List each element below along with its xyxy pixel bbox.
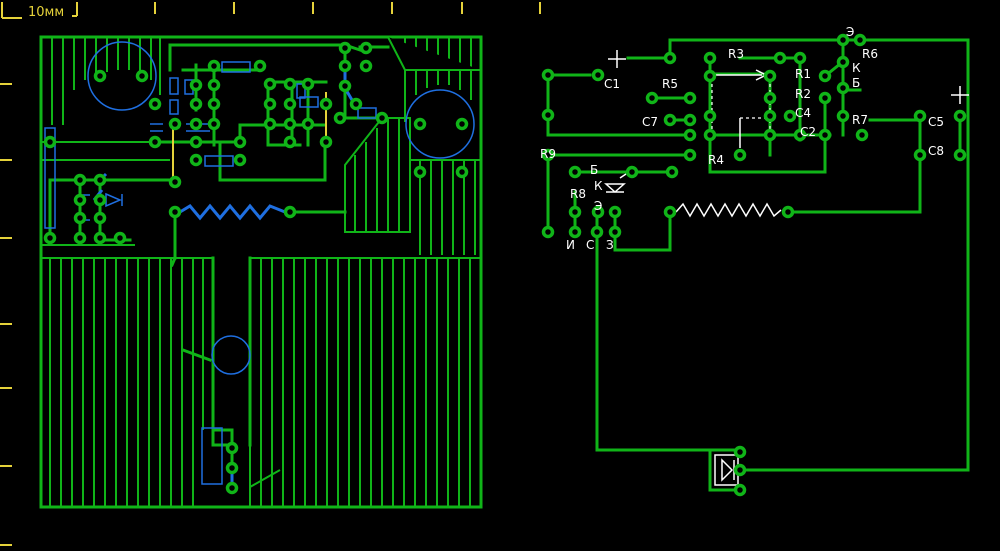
- label-r5: R5: [662, 77, 678, 91]
- schematic-tracks: [546, 38, 970, 492]
- mounting-hole: [211, 335, 251, 375]
- copper-pour-left-strip: [40, 159, 170, 246]
- label-t1-emitter: Э: [846, 25, 854, 39]
- copper-pour-bottom-right: [249, 257, 481, 507]
- label-c8: C8: [928, 144, 944, 158]
- schematic-pads: [541, 33, 967, 497]
- pcb-layout-board: [39, 35, 483, 509]
- copper-pour-middle-right: [344, 117, 481, 255]
- label-t2-collector: К: [594, 179, 603, 193]
- label-c2: C2: [800, 125, 816, 139]
- label-r4: R4: [708, 153, 724, 167]
- pcb-pads: [43, 41, 469, 495]
- label-t1-collector: К: [852, 61, 861, 75]
- label-fet-source: И: [566, 238, 575, 252]
- label-t2-emitter: Э: [594, 199, 602, 213]
- label-t2-base: Б: [590, 163, 598, 177]
- label-r3: R3: [728, 47, 744, 61]
- label-fet-gate: С: [586, 238, 594, 252]
- label-r7: R7: [852, 113, 868, 127]
- capacitor-c8-body: [405, 89, 475, 159]
- component-outlines: [44, 41, 475, 486]
- label-c1: C1: [604, 77, 620, 91]
- capacitor-c1-body: [87, 41, 157, 111]
- label-r6: R6: [862, 47, 878, 61]
- label-r9: R9: [540, 147, 556, 161]
- label-r1: R1: [795, 67, 811, 81]
- label-c5: C5: [928, 115, 944, 129]
- label-c7: C7: [642, 115, 658, 129]
- label-fet-drain: З: [606, 238, 614, 252]
- scale-label: 10мм: [28, 5, 64, 20]
- label-t1-base: Б: [852, 76, 860, 90]
- schematic-board: R1 R2 R3 R4 R5 R6 R7 R8 R9 C1 C2 C4 C5 C…: [540, 25, 970, 497]
- label-r8: R8: [570, 187, 586, 201]
- copper-pour-bottom-left: [41, 257, 214, 508]
- scale-ruler: 10мм: [0, 2, 541, 546]
- copper-pour-top-left: [41, 37, 161, 143]
- label-c4: C4: [795, 106, 811, 120]
- component-labels: R1 R2 R3 R4 R5 R6 R7 R8 R9 C1 C2 C4 C5 C…: [540, 25, 944, 252]
- label-r2: R2: [795, 87, 811, 101]
- copper-pour-top-right: [387, 36, 481, 122]
